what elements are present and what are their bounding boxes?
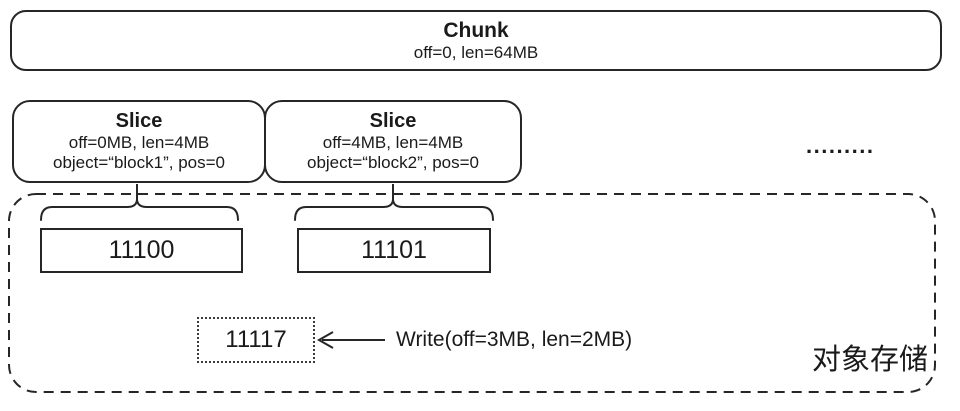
object-block-11100: 11100 xyxy=(40,228,243,273)
chunk-title: Chunk xyxy=(443,19,509,42)
slice2-offset-length: off=4MB, len=4MB xyxy=(322,132,464,152)
object-storage-label: 对象存储 xyxy=(812,344,929,376)
slice-box-1: Slice off=0MB, len=4MB object=“block1”, … xyxy=(12,100,266,183)
write-arrow-head xyxy=(316,331,334,349)
chunk-meta: off=0, len=64MB xyxy=(413,43,539,62)
write-call-annotation: Write(off=3MB, len=2MB) xyxy=(396,328,633,351)
more-slices-ellipsis: ......... xyxy=(806,133,875,158)
slice-box-2: Slice off=4MB, len=4MB object=“block2”, … xyxy=(264,100,522,183)
object-block-11101: 11101 xyxy=(297,228,491,273)
slice2-object-pos: object=“block2”, pos=0 xyxy=(307,153,479,172)
chunk-box: Chunk off=0, len=64MB xyxy=(10,10,942,71)
slice2-title: Slice xyxy=(369,109,417,132)
object-storage-container xyxy=(8,193,936,393)
brace-over-block2 xyxy=(294,198,494,221)
object-block-11117-pending: 11117 xyxy=(197,317,315,363)
brace-over-block1 xyxy=(40,198,239,221)
slice1-object-pos: object=“block1”, pos=0 xyxy=(53,153,225,172)
slice1-offset-length: off=0MB, len=4MB xyxy=(68,132,210,152)
slice1-title: Slice xyxy=(115,109,163,132)
